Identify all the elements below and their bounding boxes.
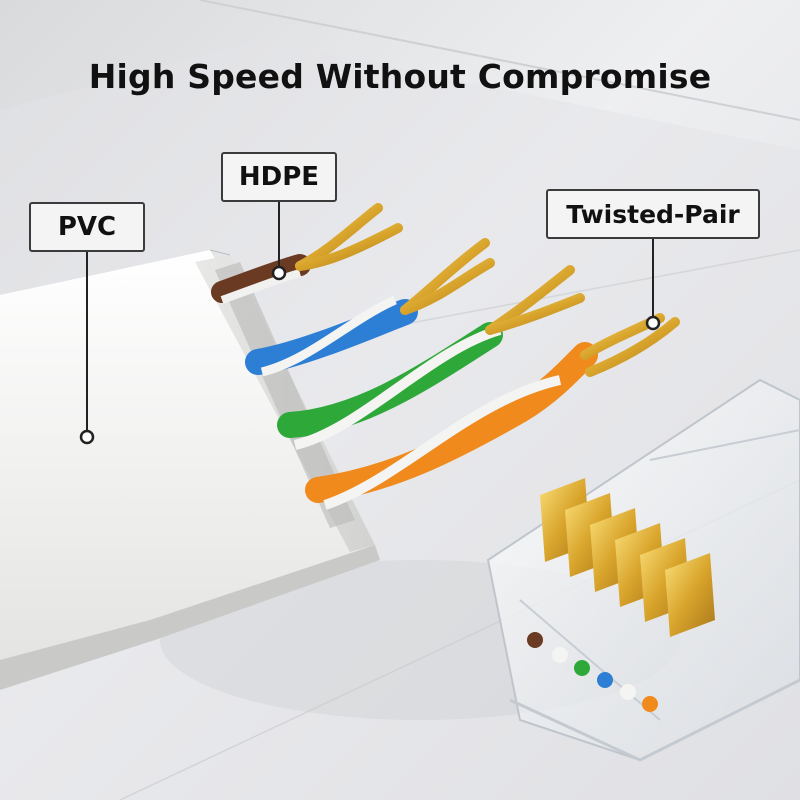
- label-pvc: PVC: [29, 202, 145, 252]
- callout-pvc: [79, 252, 95, 445]
- wire-blue: [245, 238, 495, 377]
- callout-hdpe: [271, 202, 287, 281]
- label-hdpe: HDPE: [221, 152, 337, 202]
- wire-green: [277, 265, 585, 450]
- callout-twisted-pair: [645, 239, 661, 331]
- label-twisted-pair: Twisted-Pair: [546, 189, 760, 239]
- gold-contacts: [540, 478, 715, 637]
- headline: High Speed Without Compromise: [88, 57, 712, 96]
- wire-brown: [211, 203, 403, 304]
- rj45-connector: [486, 378, 800, 762]
